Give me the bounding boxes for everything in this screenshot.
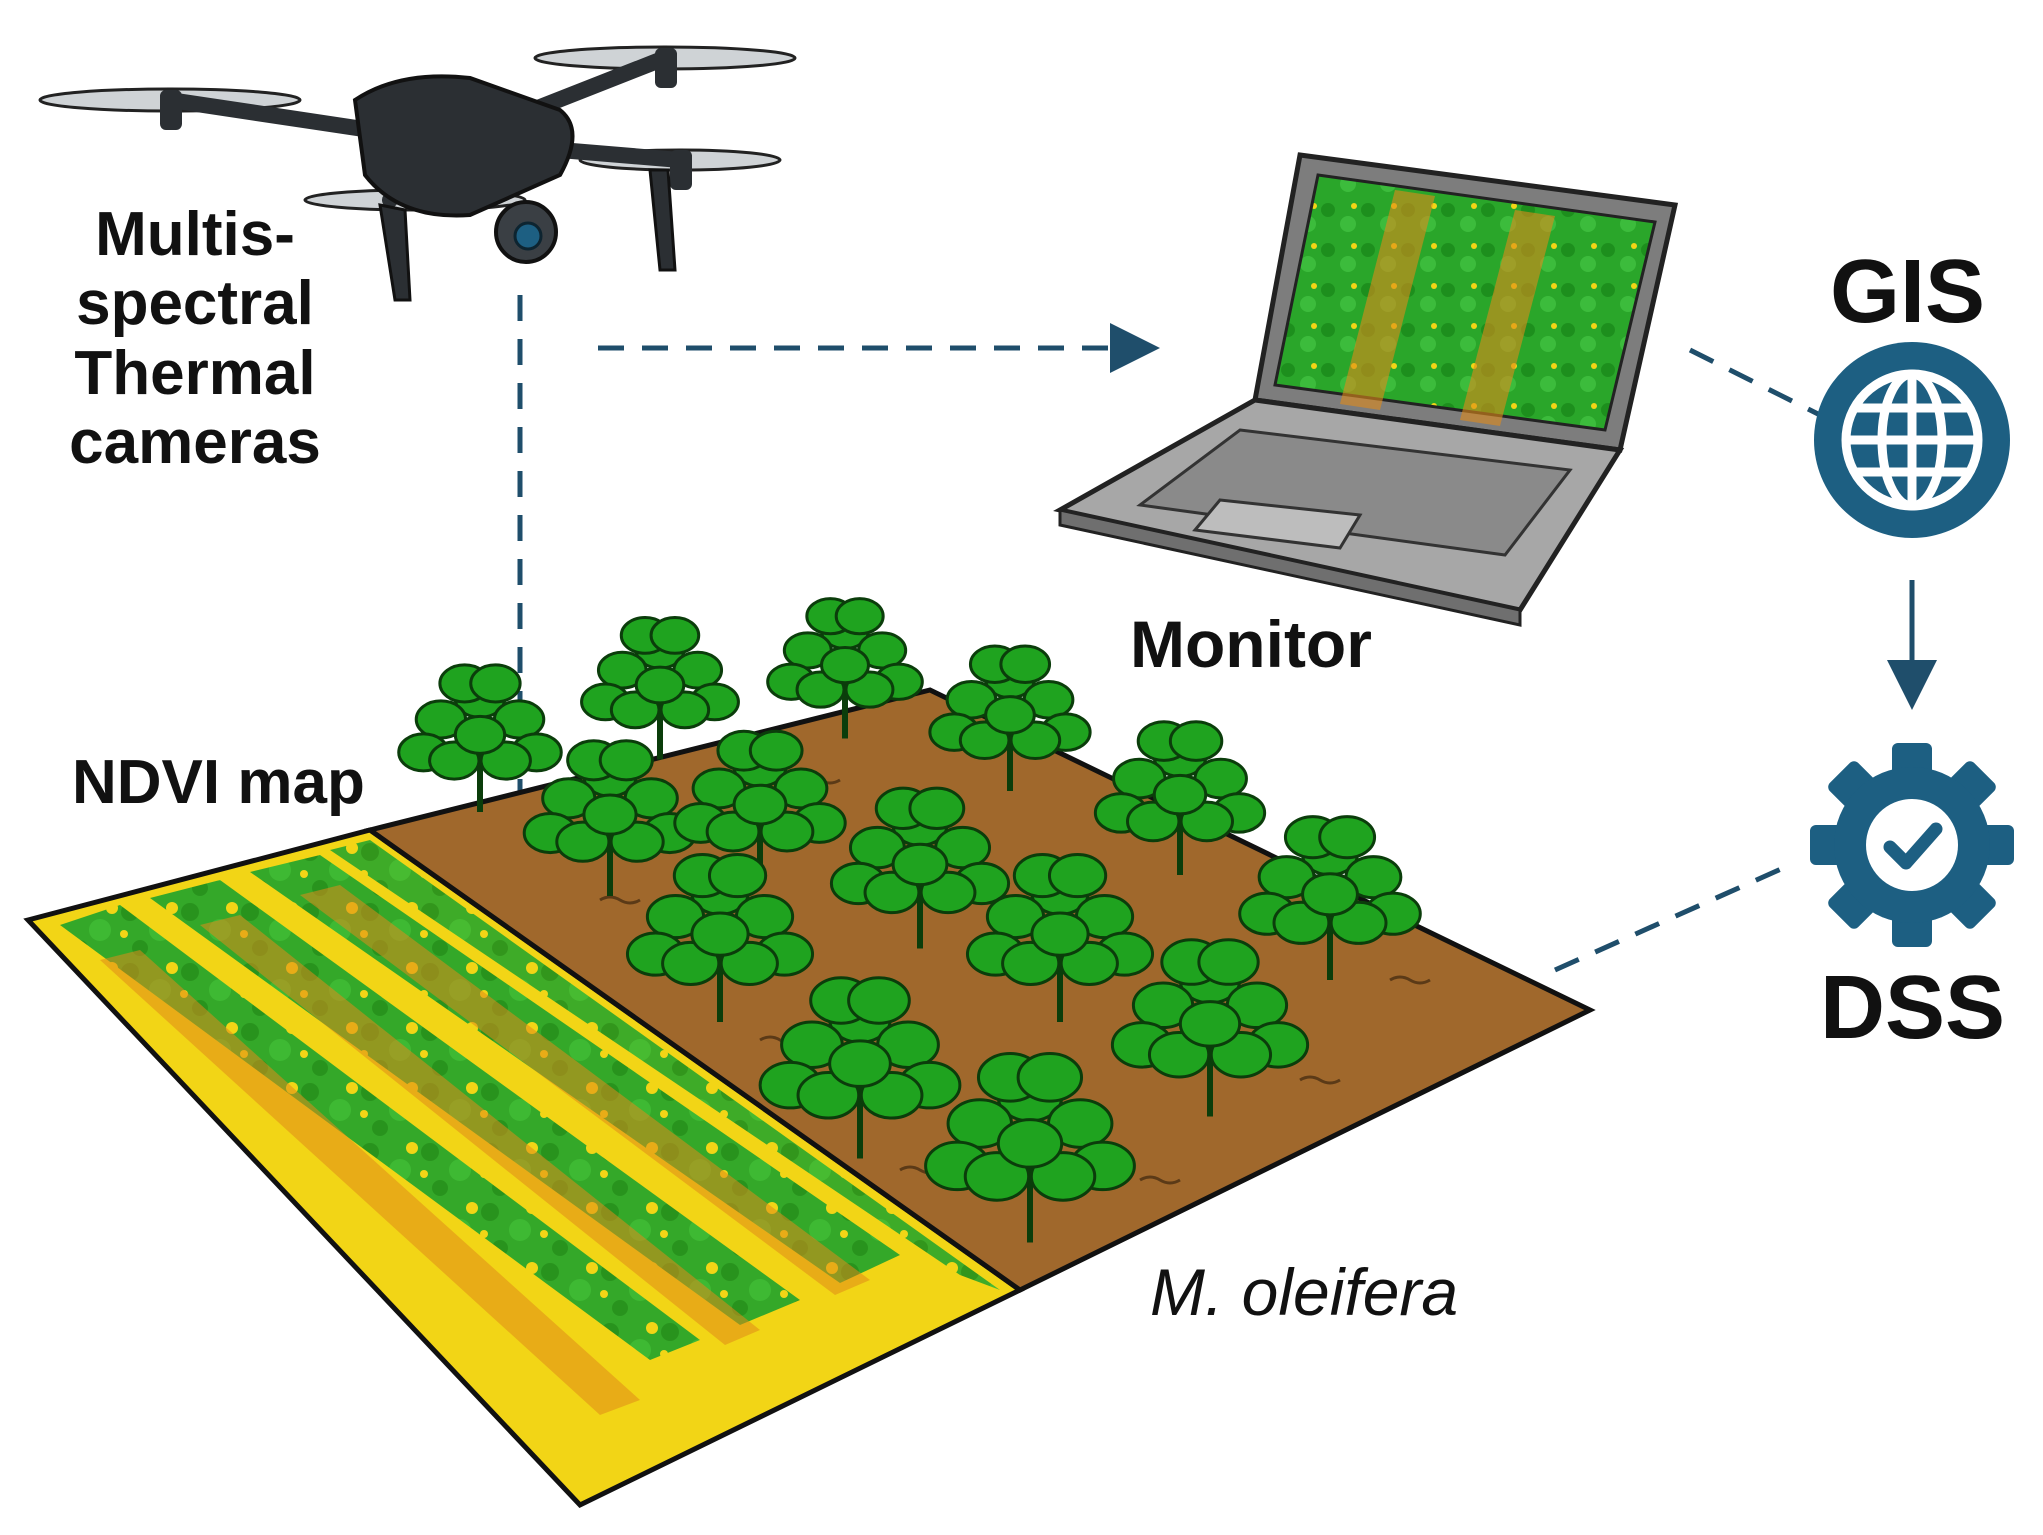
dss-label: DSS bbox=[1820, 958, 2006, 1058]
ndvi-map-label: NDVI map bbox=[72, 748, 365, 817]
plant-icon bbox=[928, 644, 1092, 791]
monitor-label: Monitor bbox=[1130, 607, 1372, 681]
camera-label-line-3: Thermal bbox=[74, 338, 316, 408]
plants-group bbox=[397, 597, 1422, 1243]
plant-icon bbox=[1093, 720, 1267, 875]
gis-label: GIS bbox=[1830, 242, 1986, 342]
plant-icon bbox=[580, 616, 740, 760]
camera-label: Multis- spectral Thermal cameras bbox=[30, 200, 360, 478]
plant-icon bbox=[829, 786, 1011, 949]
plant-icon bbox=[673, 729, 847, 886]
monitor-to-gis-line bbox=[1688, 347, 1832, 423]
plant-icon bbox=[965, 852, 1155, 1022]
plant-icon bbox=[522, 739, 698, 896]
drone-icon bbox=[38, 45, 797, 302]
globe-icon bbox=[1814, 342, 2010, 538]
plant-icon bbox=[625, 852, 815, 1022]
ndvi-map-field bbox=[23, 827, 1025, 1509]
field-to-dss-line bbox=[1553, 862, 1792, 973]
camera-label-line-2: spectral bbox=[76, 269, 314, 339]
camera-label-line-1: Multis- bbox=[95, 200, 295, 269]
plant-icon bbox=[397, 663, 563, 812]
plant-icon bbox=[766, 597, 924, 739]
camera-label-line-4: cameras bbox=[69, 408, 321, 478]
plant-icon bbox=[924, 1052, 1136, 1243]
species-label: M. oleifera bbox=[1150, 1255, 1459, 1329]
plant-icon bbox=[1238, 815, 1422, 980]
plant-icon bbox=[758, 976, 962, 1159]
laptop-icon bbox=[1053, 152, 1679, 627]
gear-check-icon bbox=[1810, 743, 2014, 947]
plant-icon bbox=[1110, 938, 1310, 1117]
